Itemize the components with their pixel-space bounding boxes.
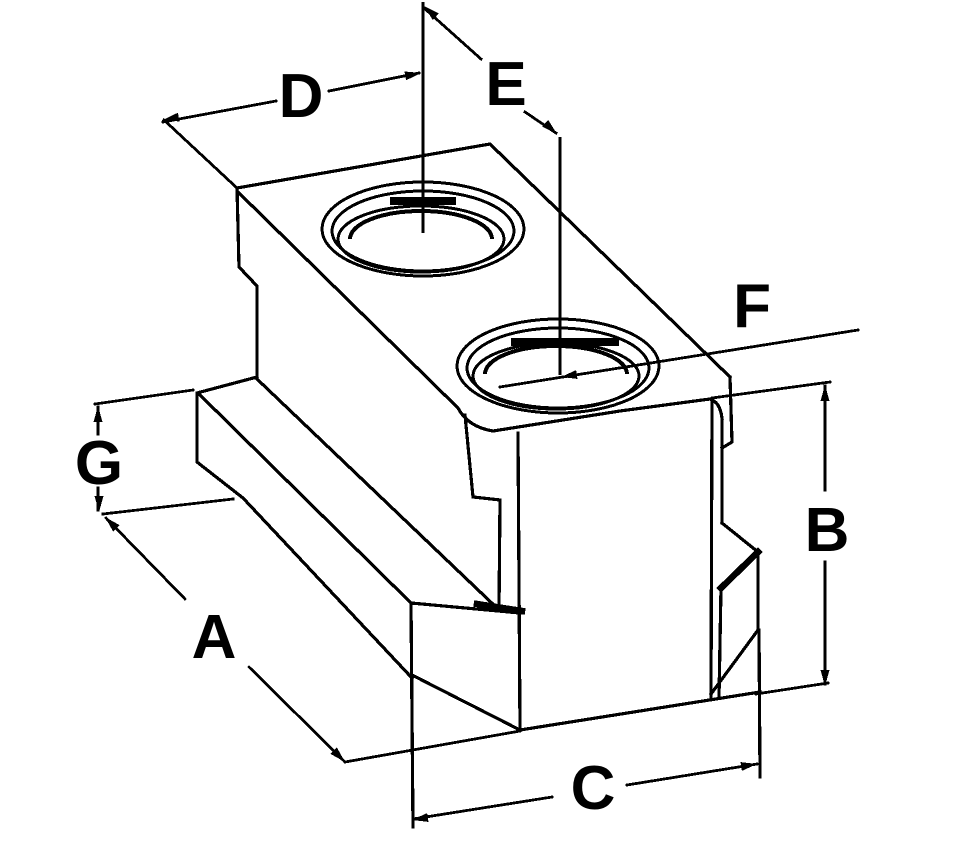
dimension-c (411, 762, 759, 822)
dim-d-extension (162, 118, 239, 190)
dimension-labels: A B C D E F G (75, 50, 850, 823)
c-extension-right (757, 628, 762, 779)
body-flange-line (254, 376, 500, 611)
rib-end-chamfer-edge (409, 672, 523, 733)
bottom-front-edge (518, 690, 762, 732)
dim-c-arrow-right (740, 762, 757, 771)
dimension-g (93, 388, 235, 516)
dim-b-extension-top (710, 380, 832, 400)
dimension-e (422, 6, 558, 135)
dim-d-line (161, 71, 421, 124)
bottom-right-chamfer (708, 627, 761, 697)
hole-1-outer-ring (320, 180, 526, 278)
dim-g-extension-bottom (101, 497, 235, 516)
dimension-label-d: D (279, 62, 324, 131)
left-corner-step (235, 186, 259, 379)
back-rib-top-chamfer (719, 520, 761, 555)
flange-bottom-chamfer-line (240, 495, 415, 681)
dim-a-extension-bottom (343, 729, 522, 764)
dimension-b (710, 380, 832, 696)
dim-f-arrow (561, 370, 578, 379)
dimension-a (104, 516, 522, 764)
rib-outer-vertical-left (409, 601, 415, 829)
dimension-label-f: F (733, 272, 771, 341)
dimension-f (498, 328, 860, 389)
flange-rib-tip-line (195, 390, 414, 606)
end-face-left-vertical (516, 431, 522, 732)
dim-b-extension-bottom (754, 681, 830, 696)
dim-d-arrow-left (163, 112, 180, 122)
dim-d-arrow-right (404, 71, 421, 81)
hole-1-bore-ring (336, 204, 506, 274)
front-right-vertical (709, 397, 714, 699)
dim-b-arrow-top (820, 385, 830, 401)
back-rib-bottom-edge (716, 547, 763, 593)
dim-g-arrow-bottom (94, 496, 104, 512)
hole-1-thread-arc (348, 209, 494, 240)
dimension-label-a: A (192, 603, 237, 672)
top-face-front-edge (235, 189, 724, 433)
dim-f-line (498, 328, 860, 389)
dim-a-arrow-bottom (330, 747, 345, 762)
dimension-d (161, 71, 421, 190)
rib-to-bottom-vertical (717, 586, 723, 699)
hole-2-outer-ring (455, 317, 661, 415)
part-outline (195, 142, 763, 829)
dimension-label-b: B (805, 496, 850, 565)
rib-end-top-edge (409, 601, 522, 615)
dimension-label-c: C (571, 754, 616, 823)
hole-2-bore-ring (471, 341, 641, 411)
front-left-chamfer-verticals (463, 413, 502, 612)
dim-b-arrow-bottom (820, 670, 830, 686)
dim-c-line (411, 762, 759, 821)
dimension-label-g: G (75, 429, 123, 498)
dim-g-arrow-top (93, 406, 103, 422)
hole-2 (455, 137, 661, 415)
dim-g-extension-top (93, 388, 195, 406)
right-profile-jog (719, 375, 734, 451)
hole-1 (320, 2, 526, 278)
dim-a-line (104, 516, 346, 763)
dim-e-arrow-top (424, 6, 439, 21)
dim-a-arrow-top (105, 517, 120, 532)
dim-c-arrow-left (412, 813, 429, 822)
dim-e-arrow-bottom (542, 119, 557, 134)
dimension-label-e: E (485, 50, 526, 119)
flange-left-end (195, 375, 259, 501)
top-face-back-edges (235, 142, 733, 380)
dimension-lines (93, 6, 860, 822)
